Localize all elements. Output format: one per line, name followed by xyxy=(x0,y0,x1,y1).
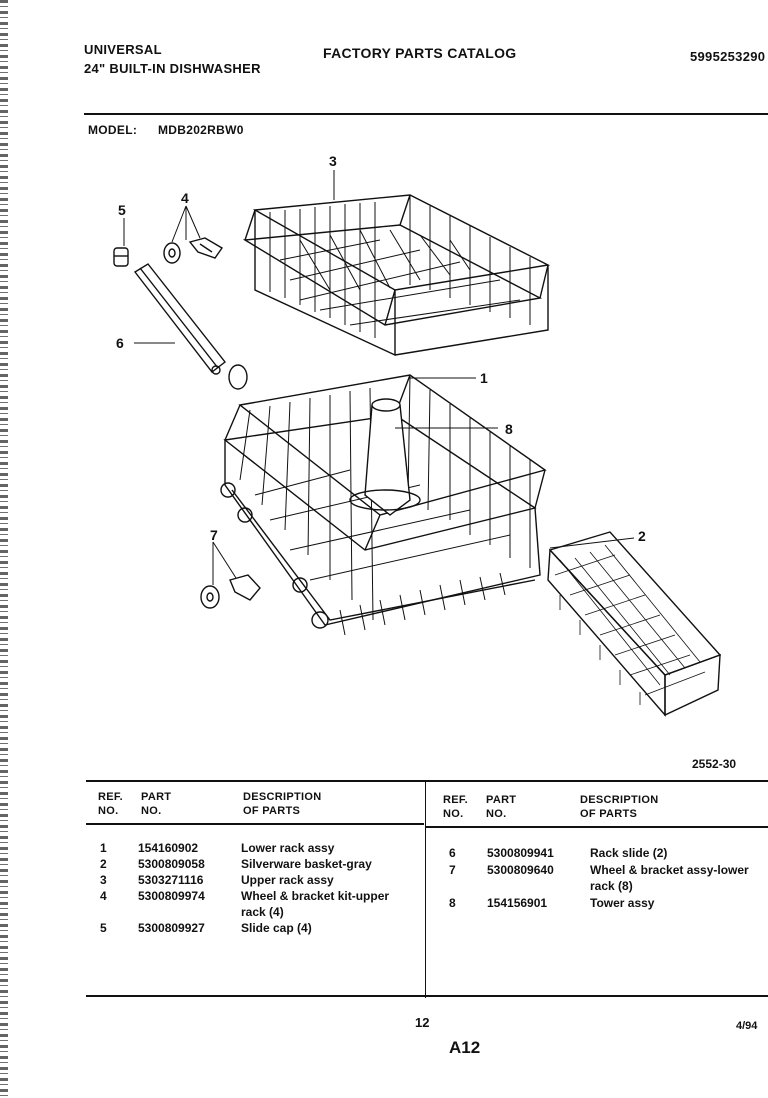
table-row-desc: Tower assy xyxy=(590,896,655,910)
callout-5: 5 xyxy=(118,202,126,218)
page-number: 12 xyxy=(415,1015,430,1030)
table-row-part: 154156901 xyxy=(487,896,548,910)
table-row-part: 154160902 xyxy=(138,841,199,855)
table-row-ref: 4 xyxy=(100,889,107,903)
table-row-ref: 1 xyxy=(100,841,107,855)
table-row-desc: Rack slide (2) xyxy=(590,846,668,860)
header-divider xyxy=(84,113,768,115)
table-row-part: 5303271116 xyxy=(138,873,204,887)
header-partno-right: NO. xyxy=(486,808,507,820)
table-row-desc: Upper rack assy xyxy=(241,873,334,887)
table-row-ref: 3 xyxy=(100,873,107,887)
table-row-desc: Wheel & bracket kit-upper rack (4) xyxy=(241,889,390,919)
table-row-desc: Slide cap (4) xyxy=(241,921,312,935)
table-row-part: 5300809058 xyxy=(138,857,205,871)
header-partno-left: NO. xyxy=(141,805,162,817)
header-ref-left: REF. xyxy=(98,791,124,803)
header-rule-left xyxy=(86,823,424,825)
model-number: MDB202RBW0 xyxy=(158,123,244,137)
table-row-part: 5300809640 xyxy=(487,863,554,877)
upper-wheel-bracket-drawing xyxy=(163,237,224,264)
page-code: A12 xyxy=(449,1038,481,1057)
table-row-ref: 5 xyxy=(100,921,107,935)
header-desc2-right: OF PARTS xyxy=(580,808,638,820)
table-row-part: 5300809927 xyxy=(138,921,205,935)
header-part-right: PART xyxy=(486,794,517,806)
slide-cap-drawing xyxy=(113,247,129,267)
brand-name: UNIVERSAL xyxy=(84,42,162,57)
upper-rack-drawing xyxy=(242,194,551,357)
scan-edge-artifact xyxy=(0,0,8,1098)
table-row-part: 5300809941 xyxy=(487,846,554,860)
callout-6: 6 xyxy=(116,335,124,351)
catalog-title: FACTORY PARTS CATALOG xyxy=(323,45,517,61)
header-rule-right xyxy=(426,826,768,828)
table-top-rule xyxy=(86,780,768,782)
header-part-left: PART xyxy=(141,791,172,803)
table-row-part: 5300809974 xyxy=(138,889,205,903)
revision-date: 4/94 xyxy=(736,1020,758,1032)
model-label: MODEL: xyxy=(88,123,138,137)
table-row-desc: Lower rack assy xyxy=(241,841,335,855)
callout-3: 3 xyxy=(329,153,337,169)
header-ref-right: REF. xyxy=(443,794,469,806)
silverware-basket-drawing xyxy=(547,531,722,717)
callout-1: 1 xyxy=(480,370,488,386)
rack-slide-drawing xyxy=(133,263,226,375)
header-desc-left: DESCRIPTION xyxy=(243,791,322,803)
table-row-ref: 2 xyxy=(100,857,107,871)
header-desc-right: DESCRIPTION xyxy=(580,794,659,806)
header-no-right: NO. xyxy=(443,808,464,820)
table-row-ref: 6 xyxy=(449,846,456,860)
table-row-ref: 7 xyxy=(449,863,456,877)
figure-code: 2552-30 xyxy=(692,757,737,771)
catalog-number: 5995253290 xyxy=(690,49,766,64)
callout-8: 8 xyxy=(505,421,513,437)
table-row-desc: Silverware basket-gray xyxy=(241,857,372,871)
lower-wheel-bracket-drawing xyxy=(200,364,261,609)
callout-7: 7 xyxy=(210,527,218,543)
table-row-ref: 8 xyxy=(449,896,456,910)
lower-rack-drawing xyxy=(220,374,547,636)
table-row-desc: Wheel & bracket assy-lower rack (8) xyxy=(590,863,749,893)
header-no-left: NO. xyxy=(98,805,119,817)
table-bottom-rule xyxy=(86,995,768,997)
callout-4: 4 xyxy=(181,190,189,206)
callout-2: 2 xyxy=(638,528,646,544)
exploded-parts-diagram xyxy=(113,170,722,717)
product-name: 24" BUILT-IN DISHWASHER xyxy=(84,61,261,76)
header-desc2-left: OF PARTS xyxy=(243,805,301,817)
table-center-divider xyxy=(425,780,426,998)
